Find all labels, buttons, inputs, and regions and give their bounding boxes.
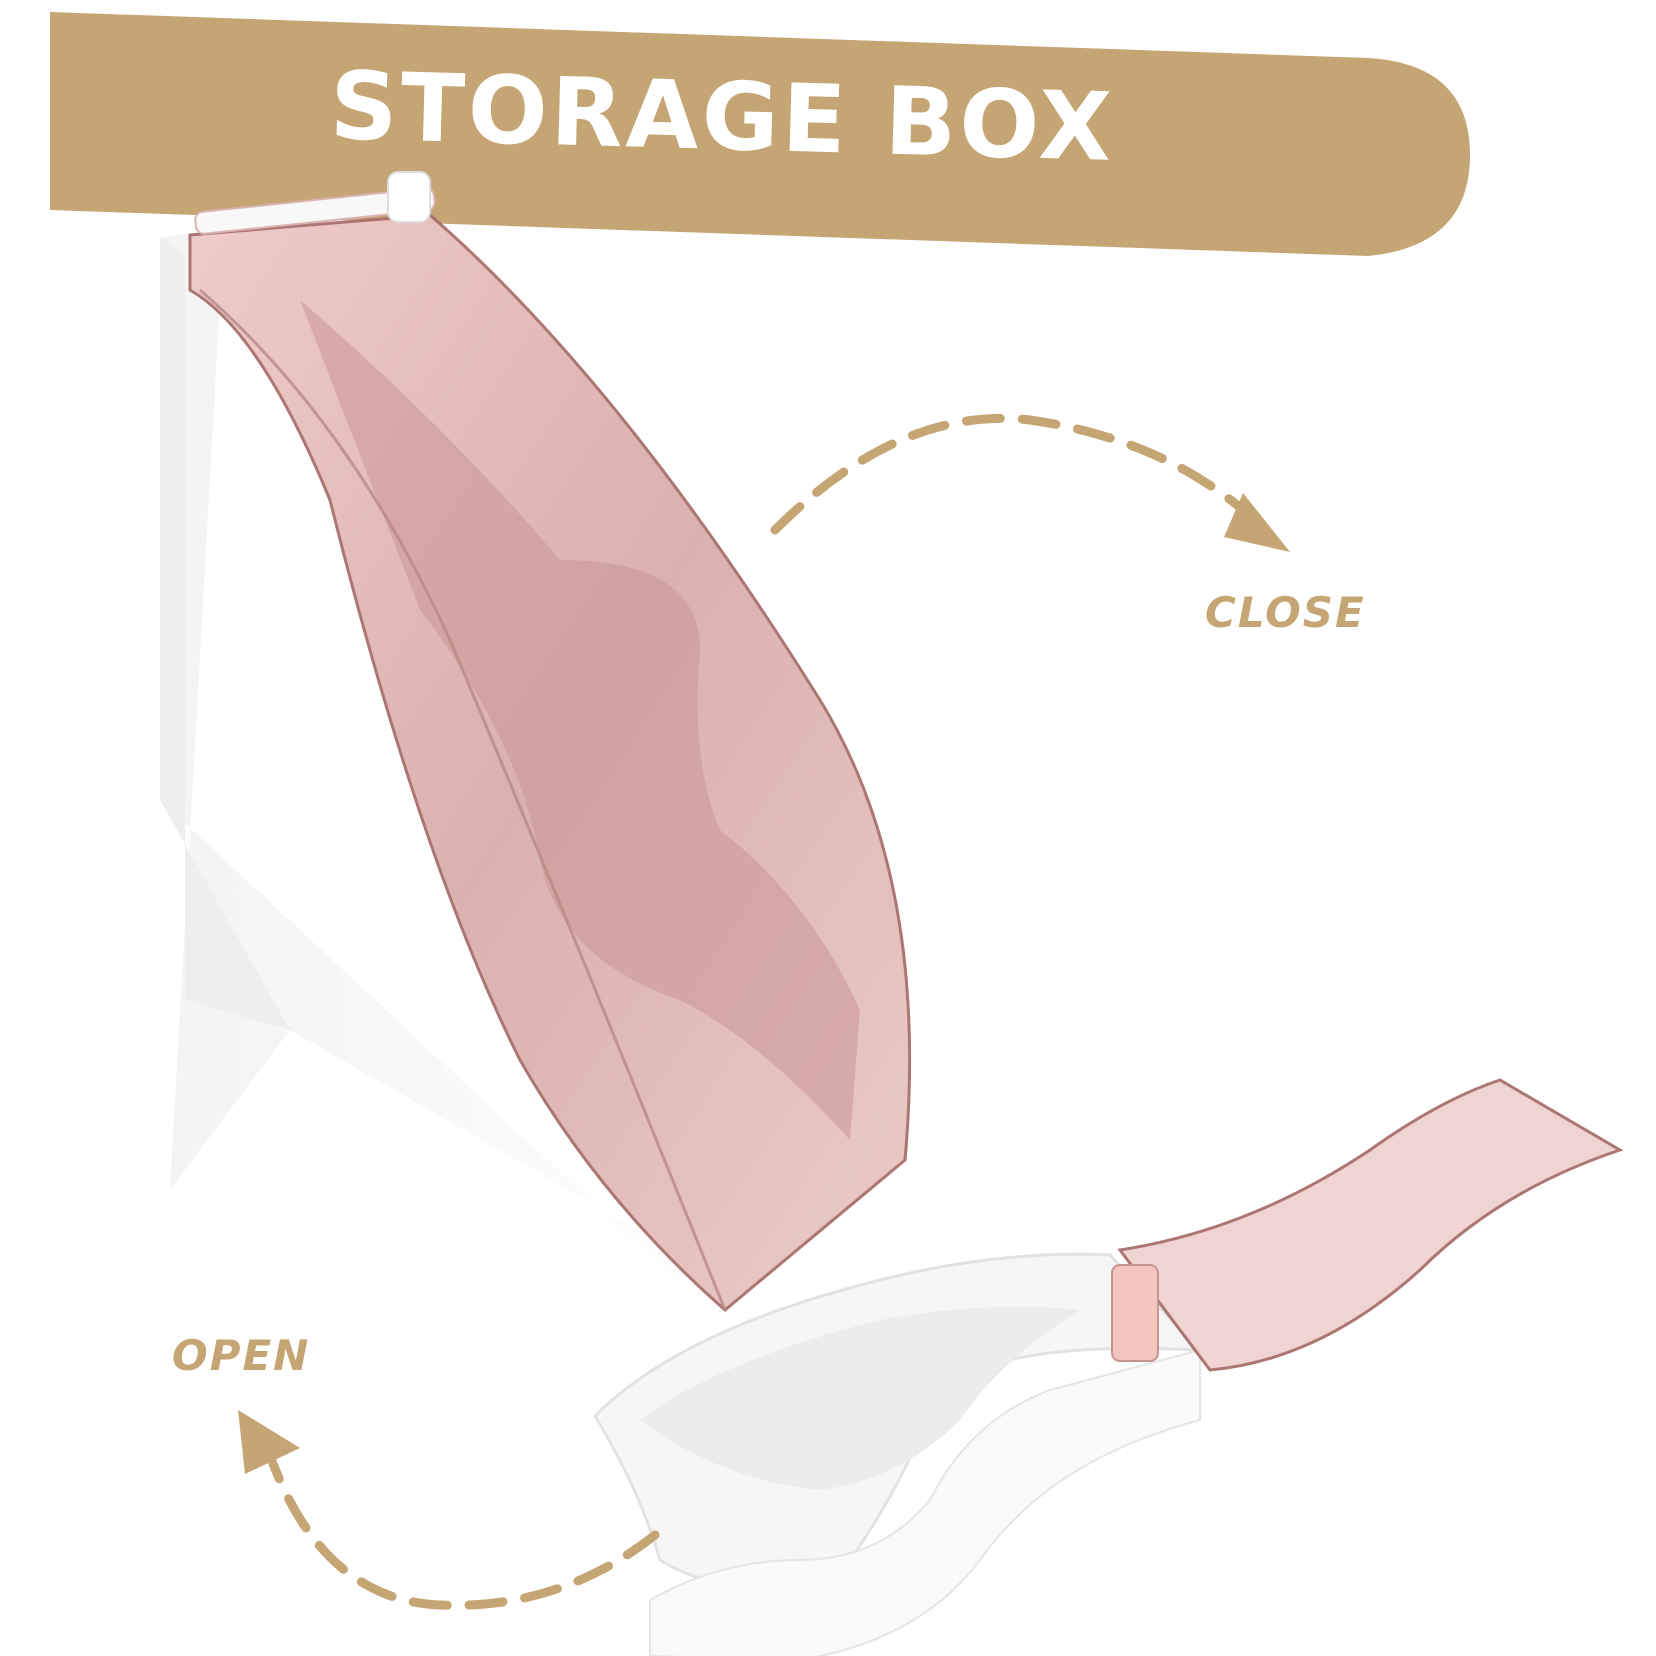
closed-box-white-base: [160, 232, 760, 1320]
closed-box-white-side: [160, 238, 290, 1030]
close-arrowhead-icon: [1224, 493, 1290, 552]
open-arrow-icon: [263, 1445, 660, 1610]
closed-box-front-edge: [199, 288, 727, 1311]
open-box-tray-outer-wall: [649, 1348, 1201, 1656]
open-box-tray-inner: [640, 1306, 1080, 1490]
open-arrowhead-icon: [238, 1410, 300, 1474]
closed-box-inner-wave: [300, 300, 860, 1140]
close-arrow-icon: [770, 413, 1265, 535]
closed-box-hinge: [194, 187, 436, 235]
close-label: CLOSE: [1205, 588, 1366, 637]
page-title: STORAGE BOX: [328, 52, 1116, 183]
open-label: OPEN: [172, 1331, 311, 1380]
open-box-pink-lid: [1117, 1078, 1624, 1372]
closed-box-hinge-cap: [387, 171, 431, 223]
open-box-hinge: [1111, 1264, 1159, 1362]
